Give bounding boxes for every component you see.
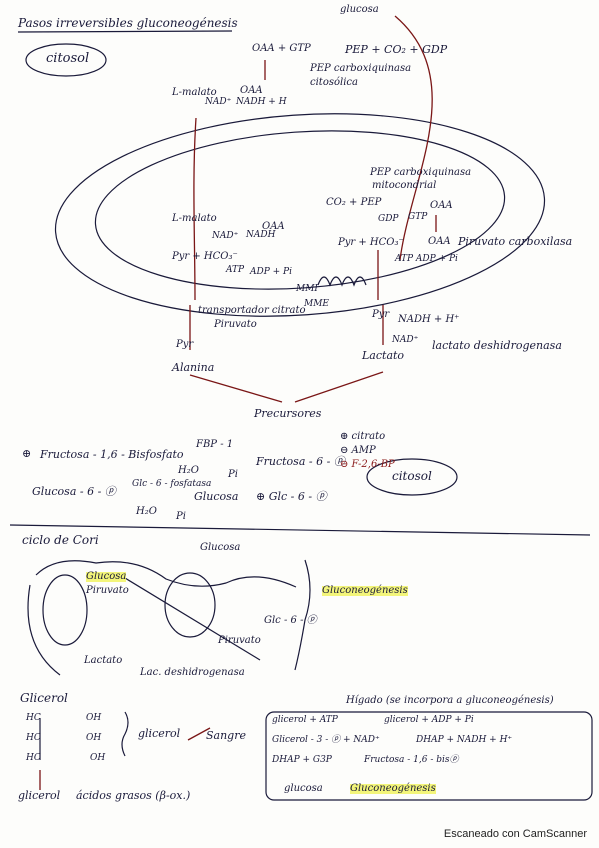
oaa-mit: OAA xyxy=(430,200,453,211)
pepck-cyt-2: citosólica xyxy=(310,77,358,88)
pyr-right: Pyr xyxy=(372,309,390,320)
pyr-hco3-right: Pyr + HCO₃⁻ xyxy=(338,237,404,248)
pepck-cyt-1: PEP carboxiquinasa xyxy=(310,63,412,74)
adp-pi-left: ADP + Pi xyxy=(250,267,292,277)
co2-pep: CO₂ + PEP xyxy=(326,197,382,208)
r4b: Gluconeogénesis xyxy=(350,783,436,794)
cori-ldh: Lac. deshidrogenasa xyxy=(140,667,245,678)
fatty-acids: ácidos grasos (β-ox.) xyxy=(76,789,191,802)
nadh-top: NADH + H xyxy=(236,97,287,107)
cori-glucose-hl: Glucosa xyxy=(86,571,127,582)
plus-icon: ⊕ xyxy=(22,447,32,460)
oaa-gtp: OAA + GTP xyxy=(252,43,311,54)
pyr-hco3-left: Pyr + HCO₃⁻ xyxy=(172,251,238,262)
hc2: HC xyxy=(26,733,41,743)
atp-adp-right: ATP ADP + Pi xyxy=(395,254,458,264)
glycerol-title: Glicerol xyxy=(20,691,68,705)
alanine: Alanina xyxy=(172,361,215,374)
cori-title: ciclo de Cori xyxy=(22,533,99,547)
oh2: OH xyxy=(86,733,102,743)
nadh-h: NADH + H⁺ xyxy=(398,314,460,325)
cytosol-label: citosol xyxy=(46,51,90,66)
glycerol-word: glicerol xyxy=(138,727,181,740)
r2: Glicerol - 3 - ⓟ + NAD⁺ xyxy=(272,735,380,745)
ldh: lactato deshidrogenasa xyxy=(432,339,562,352)
oaa-right: OAA xyxy=(428,236,451,247)
lactate: Lactato xyxy=(362,349,405,362)
fbp1: FBP - 1 xyxy=(196,439,234,450)
oh1: OH xyxy=(86,713,102,723)
fructose-bp: Fructosa - 1,6 - Bisfosfato xyxy=(40,448,184,461)
transporter-1: transportador citrato xyxy=(198,305,306,316)
r3b: Fructosa - 1,6 - bisⓟ xyxy=(364,755,459,765)
mme-label: MME xyxy=(304,299,330,309)
citrate: ⊕ citrato xyxy=(340,431,386,442)
scanner-footer: Escaneado con CamScanner xyxy=(443,828,587,840)
glc6p-plus: ⊕ Glc - 6 - ⓟ xyxy=(256,490,327,503)
pyr-left: Pyr xyxy=(176,339,194,350)
glucose-6p: Glucosa - 6 - ⓟ xyxy=(32,485,116,498)
cori-pyruvate: Piruvato xyxy=(86,585,129,596)
malate-top: L-malato xyxy=(172,87,217,98)
r1: glicerol + ATP xyxy=(272,715,338,725)
hc1: HC xyxy=(26,713,41,723)
cori-gluconeogenesis: Gluconeogénesis xyxy=(322,585,408,596)
pepck-mit-2: mitocondrial xyxy=(372,180,437,191)
gtp: GTP xyxy=(408,212,428,222)
pyruvate-carboxylase: Piruvato carboxilasa xyxy=(458,235,573,248)
nadh-mit: NADH xyxy=(246,230,276,240)
nad-bottom: NAD⁺ xyxy=(392,335,419,345)
blood: Sangre xyxy=(206,729,246,742)
pi: Pi xyxy=(228,469,238,480)
f26bp: ⊖ F-2,6-BP xyxy=(340,459,395,470)
nad-mit: NAD⁺ xyxy=(212,231,239,241)
r1b: glicerol + ADP + Pi xyxy=(384,715,474,725)
pep-co2-gdp: PEP + CO₂ + GDP xyxy=(345,43,448,56)
pepck-mit-1: PEP carboxiquinasa xyxy=(370,167,472,178)
hc3: HC xyxy=(26,753,41,763)
r4: glucosa xyxy=(284,783,323,794)
cori-lactate: Lactato xyxy=(84,655,123,666)
r2b: DHAP + NADH + H⁺ xyxy=(416,735,513,745)
gdp: GDP xyxy=(378,214,399,224)
mmi-label: MMI xyxy=(296,284,318,294)
oaa-mit2: OAA xyxy=(262,221,285,232)
oh3: OH xyxy=(90,753,106,763)
nad-top: NAD⁺ xyxy=(205,97,232,107)
r3: DHAP + G3P xyxy=(272,755,332,765)
cori-glucose: Glucosa xyxy=(200,542,241,553)
amp: ⊖ AMP xyxy=(340,445,376,456)
glucose-product: Glucosa xyxy=(194,490,239,503)
g6pase: Glc - 6 - fosfatasa xyxy=(132,479,212,489)
cytosol-label-2: citosol xyxy=(392,469,432,483)
h2o: H₂O xyxy=(178,465,199,476)
cori-pyruvate-2: Piruvato xyxy=(218,635,261,646)
glucose-top: glucosa xyxy=(340,4,379,15)
pi-2: Pi xyxy=(176,511,186,522)
precursors: Precursores xyxy=(254,407,322,420)
liver-title: Hígado (se incorpora a gluconeogénesis) xyxy=(346,695,554,706)
cori-glc6p: Glc - 6 - ⓟ xyxy=(264,615,317,626)
malate-mit: L-malato xyxy=(172,213,217,224)
oaa-top: OAA xyxy=(240,85,263,96)
h2o-2: H₂O xyxy=(136,506,157,517)
glycerol-bottom: glicerol xyxy=(18,789,61,802)
transporter-2: Piruvato xyxy=(214,319,257,330)
fructose-6p: Fructosa - 6 - ⓟ xyxy=(256,455,345,468)
page-title: Pasos irreversibles gluconeogénesis xyxy=(18,16,238,30)
atp-left: ATP xyxy=(226,265,245,275)
